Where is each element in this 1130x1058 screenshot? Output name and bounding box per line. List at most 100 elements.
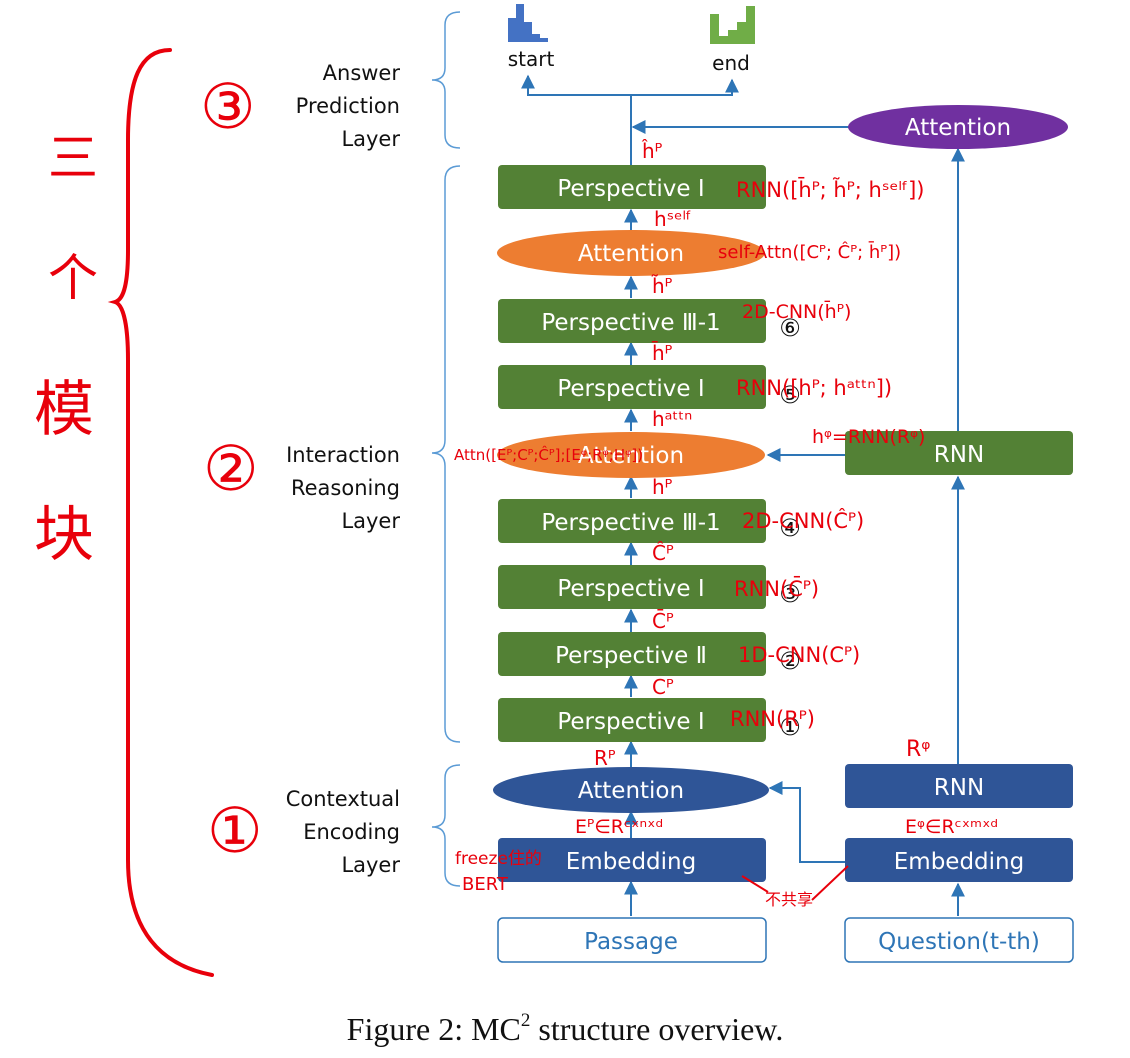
perspective-III-1-top-block: Perspective Ⅲ-1 xyxy=(498,299,766,343)
svg-text:Perspective Ⅱ: Perspective Ⅱ xyxy=(555,643,707,669)
svg-text:①: ① xyxy=(779,713,801,741)
svg-text:hᵠ=RNN(Rᵠ): hᵠ=RNN(Rᵠ) xyxy=(812,426,925,448)
svg-text:Layer: Layer xyxy=(341,127,400,151)
svg-text:⑤: ⑤ xyxy=(779,381,801,409)
svg-text:Eᴾ∈Rᶜˣⁿˣᵈ: Eᴾ∈Rᶜˣⁿˣᵈ xyxy=(575,816,663,838)
svg-text:RNN: RNN xyxy=(934,442,984,468)
svg-text:Question(t-th): Question(t-th) xyxy=(878,929,1040,955)
svg-text:Embedding: Embedding xyxy=(894,849,1024,875)
step-numbers: ⑥ ⑤ ④ ③ ② ① xyxy=(779,314,801,741)
perspective-III-1-mid-block: Perspective Ⅲ-1 xyxy=(498,499,766,543)
cn-char-4: 块 xyxy=(34,500,94,570)
svg-text:hᵃᵗᵗⁿ: hᵃᵗᵗⁿ xyxy=(652,407,692,431)
end-histogram-icon xyxy=(710,6,755,44)
svg-text:Ĉᴾ: Ĉᴾ xyxy=(652,541,674,565)
svg-text:③: ③ xyxy=(779,580,801,608)
cn-char-1: 三 xyxy=(48,129,98,187)
svg-text:Layer: Layer xyxy=(341,509,400,533)
question-encoding-rnn-block: RNN xyxy=(845,764,1073,808)
svg-text:不共享: 不共享 xyxy=(765,890,813,909)
svg-text:⑥: ⑥ xyxy=(779,314,801,342)
question-input-box: Question(t-th) xyxy=(844,917,1074,963)
svg-text:Cᴾ: Cᴾ xyxy=(652,675,674,699)
answer-bracket xyxy=(431,11,461,149)
svg-text:h̄ᴾ: h̄ᴾ xyxy=(652,340,673,365)
formula-annotations: RNN([h̄ᴾ; h̃ᴾ; hˢᵉˡᶠ]) self-Attn([Cᴾ; Ĉᴾ… xyxy=(454,177,998,909)
perspective-I-fifth-block: Perspective Ⅰ xyxy=(498,365,766,409)
connectors xyxy=(521,74,965,916)
svg-text:RNN(C̄ᴾ): RNN(C̄ᴾ) xyxy=(734,576,819,601)
svg-text:2D-CNN(Ĉᴾ): 2D-CNN(Ĉᴾ) xyxy=(742,508,864,533)
cn-char-2: 个 xyxy=(48,249,98,307)
svg-text:Perspective Ⅰ: Perspective Ⅰ xyxy=(557,576,704,602)
svg-text:②: ② xyxy=(779,647,801,675)
perspective-I-third-block: Perspective Ⅰ xyxy=(498,565,766,609)
svg-text:Embedding: Embedding xyxy=(566,849,696,875)
answer-attention-block: Attention xyxy=(848,105,1068,149)
svg-text:Attention: Attention xyxy=(905,115,1011,141)
svg-text:Perspective Ⅲ-1: Perspective Ⅲ-1 xyxy=(541,310,720,336)
svg-text:self-Attn([Cᴾ; Ĉᴾ; h̄ᴾ]): self-Attn([Cᴾ; Ĉᴾ; h̄ᴾ]) xyxy=(718,241,901,263)
svg-text:Perspective Ⅰ: Perspective Ⅰ xyxy=(557,709,704,735)
passage-attention-block: Attention xyxy=(493,767,769,813)
question-rnn-block: RNN xyxy=(845,431,1073,475)
svg-text:Rᵠ: Rᵠ xyxy=(906,737,930,762)
svg-text:C̄ᴾ: C̄ᴾ xyxy=(652,608,674,633)
cross-attention-block: Attention xyxy=(497,432,765,478)
layer-number-1: ① xyxy=(207,794,263,867)
red-brace xyxy=(107,48,214,977)
svg-text:Rᴾ: Rᴾ xyxy=(594,746,616,770)
passage-input-box: Passage xyxy=(497,917,767,963)
svg-text:hᴾ: hᴾ xyxy=(652,475,673,499)
svg-text:2D-CNN(h̄ᴾ): 2D-CNN(h̄ᴾ) xyxy=(742,299,851,323)
svg-text:Passage: Passage xyxy=(584,929,678,955)
svg-text:BERT: BERT xyxy=(462,874,509,895)
svg-text:freeze住的: freeze住的 xyxy=(455,849,542,869)
svg-text:Attention: Attention xyxy=(578,778,684,804)
interaction-bracket xyxy=(431,165,461,743)
arrow-labels: ĥᴾ hˢᵉˡᶠ h̃ᴾ h̄ᴾ hᵃᵗᵗⁿ hᴾ Ĉᴾ C̄ᴾ Cᴾ xyxy=(641,139,692,699)
svg-text:h̃ᴾ: h̃ᴾ xyxy=(651,274,673,298)
svg-text:ĥᴾ: ĥᴾ xyxy=(641,139,663,163)
svg-text:Encoding: Encoding xyxy=(303,820,400,844)
svg-text:Eᵠ∈Rᶜˣᵐˣᵈ: Eᵠ∈Rᶜˣᵐˣᵈ xyxy=(905,816,998,838)
svg-text:1D-CNN(Cᴾ): 1D-CNN(Cᴾ) xyxy=(738,643,860,667)
svg-text:RNN([h̄ᴾ; h̃ᴾ; hˢᵉˡᶠ]): RNN([h̄ᴾ; h̃ᴾ; hˢᵉˡᶠ]) xyxy=(736,177,924,202)
perspective-II-block: Perspective Ⅱ xyxy=(498,632,766,676)
svg-text:Prediction: Prediction xyxy=(296,94,400,118)
question-embedding-block: Embedding xyxy=(845,838,1073,882)
svg-text:RNN(Rᴾ): RNN(Rᴾ) xyxy=(730,707,815,731)
encoding-layer-label: Contextual Encoding Layer xyxy=(286,787,401,877)
cn-char-3: 模 xyxy=(34,375,94,445)
svg-text:Contextual: Contextual xyxy=(286,787,400,811)
layer-number-2: ② xyxy=(203,432,259,505)
svg-text:Interaction: Interaction xyxy=(286,443,400,467)
figure-caption: Figure 2: MC2 structure overview. xyxy=(346,1010,784,1047)
passage-embedding-block: Embedding xyxy=(498,838,766,882)
end-label: end xyxy=(712,51,750,75)
svg-text:Perspective Ⅰ: Perspective Ⅰ xyxy=(557,176,704,202)
start-histogram-icon xyxy=(508,4,548,42)
perspective-I-top-block: Perspective Ⅰ xyxy=(498,165,766,209)
svg-text:Attention: Attention xyxy=(578,443,684,469)
self-attention-block: Attention xyxy=(497,230,765,276)
perspective-I-first-block: Perspective Ⅰ xyxy=(498,698,766,742)
svg-text:RNN([hᴾ; hᵃᵗᵗⁿ]): RNN([hᴾ; hᵃᵗᵗⁿ]) xyxy=(736,376,892,400)
svg-text:Attn([Eᴾ;Cᴾ;Ĉᴾ];[Eᵠ;Rᵠ;Hᵠ]): Attn([Eᴾ;Cᴾ;Ĉᴾ];[Eᵠ;Rᵠ;Hᵠ]) xyxy=(454,445,643,464)
interaction-layer-label: Interaction Reasoning Layer xyxy=(286,443,400,533)
svg-text:④: ④ xyxy=(779,514,801,542)
shared-annotation-line xyxy=(741,865,849,901)
encoding-bracket xyxy=(431,764,461,887)
svg-text:Layer: Layer xyxy=(341,853,400,877)
svg-text:Answer: Answer xyxy=(323,61,401,85)
svg-text:hˢᵉˡᶠ: hˢᵉˡᶠ xyxy=(654,207,692,231)
svg-text:Attention: Attention xyxy=(578,241,684,267)
start-label: start xyxy=(508,47,555,71)
answer-layer-label: Answer Prediction Layer xyxy=(296,61,401,151)
layer-number-3: ③ xyxy=(200,70,256,143)
svg-text:Perspective Ⅲ-1: Perspective Ⅲ-1 xyxy=(541,510,720,536)
svg-text:RNN: RNN xyxy=(934,775,984,801)
svg-text:Perspective Ⅰ: Perspective Ⅰ xyxy=(557,376,704,402)
